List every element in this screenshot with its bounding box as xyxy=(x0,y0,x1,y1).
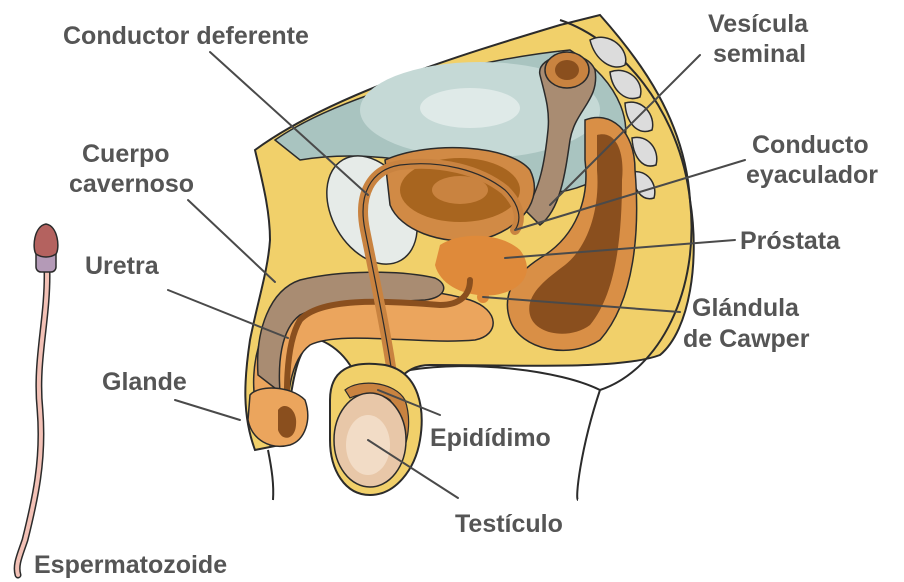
glans-shape xyxy=(248,388,308,446)
spermatozoon xyxy=(17,224,58,575)
label-uretra: Uretra xyxy=(85,252,160,280)
bladder-highlight xyxy=(420,88,520,128)
label-espermatozoide: Espermatozoide xyxy=(34,551,227,579)
leader-cuerpo-cavernoso xyxy=(188,200,275,282)
thigh-line-left xyxy=(268,450,273,500)
testis-inner xyxy=(346,415,390,475)
label-epididimo: Epidídimo xyxy=(430,424,551,452)
label-cuerpo-line2: cavernoso xyxy=(69,170,194,198)
label-conducto-line1: Conducto xyxy=(752,131,869,159)
vesicle-top-hole xyxy=(555,60,579,80)
label-prostata: Próstata xyxy=(740,227,841,255)
leg-outline xyxy=(410,366,600,390)
label-conductor-deferente: Conductor deferente xyxy=(63,22,309,50)
label-cuerpo-line1: Cuerpo xyxy=(82,140,170,168)
label-vesicula-line1: Vesícula xyxy=(708,10,809,38)
label-conducto-line2: eyaculador xyxy=(746,161,878,189)
label-testiculo: Testículo xyxy=(455,510,563,538)
label-glandula-line1: Glándula xyxy=(692,294,800,322)
label-glandula-line2: de Cawper xyxy=(683,325,810,353)
label-vesicula-line2: seminal xyxy=(713,40,806,68)
leader-glande xyxy=(175,400,240,420)
label-glande: Glande xyxy=(102,368,187,396)
